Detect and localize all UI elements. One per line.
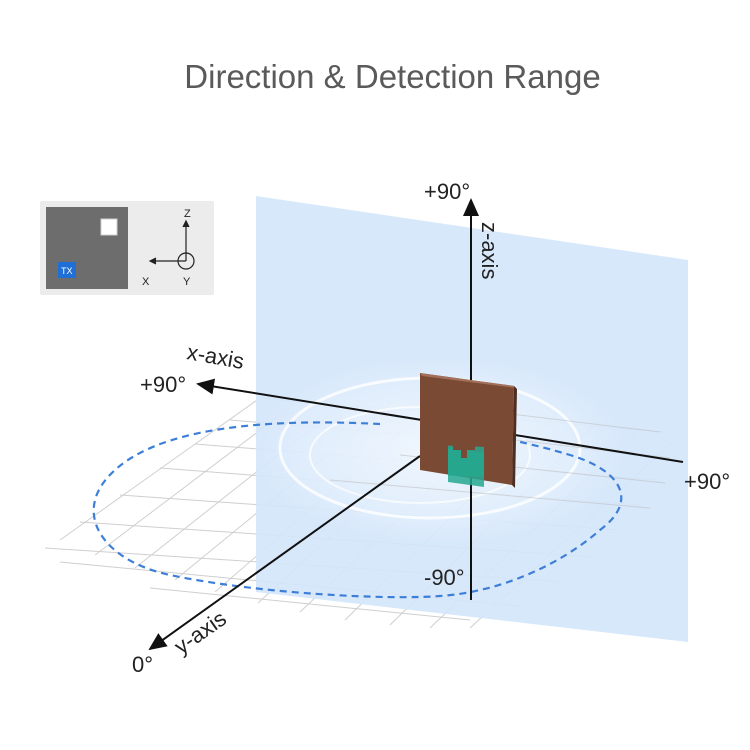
right-axis-label: +90°: [684, 469, 730, 494]
inset-axis-y: Y: [183, 276, 191, 288]
y-axis-zero-label: 0°: [132, 652, 153, 677]
z-axis-bottom-label: -90°: [424, 565, 465, 590]
coordinate-axes-icon: [148, 219, 195, 270]
radar-chip-icon: [420, 373, 517, 488]
rx-antenna-marker: [100, 218, 118, 236]
inset-axis-x: X: [142, 276, 150, 288]
orientation-inset: TX Z X Y: [40, 201, 214, 295]
detection-range-outline: [92, 421, 623, 599]
inset-axis-z: Z: [184, 208, 191, 220]
tx-label: TX: [61, 266, 73, 276]
page-title: Direction & Detection Range: [184, 58, 601, 95]
tx-badge: [58, 262, 76, 278]
z-axis-top-label: +90°: [424, 179, 470, 204]
z-axis-name: z-axis: [477, 222, 502, 279]
y-axis-line: [148, 455, 421, 651]
x-axis-name: x-axis: [185, 339, 246, 374]
x-axis-pos-label: +90°: [140, 372, 186, 397]
